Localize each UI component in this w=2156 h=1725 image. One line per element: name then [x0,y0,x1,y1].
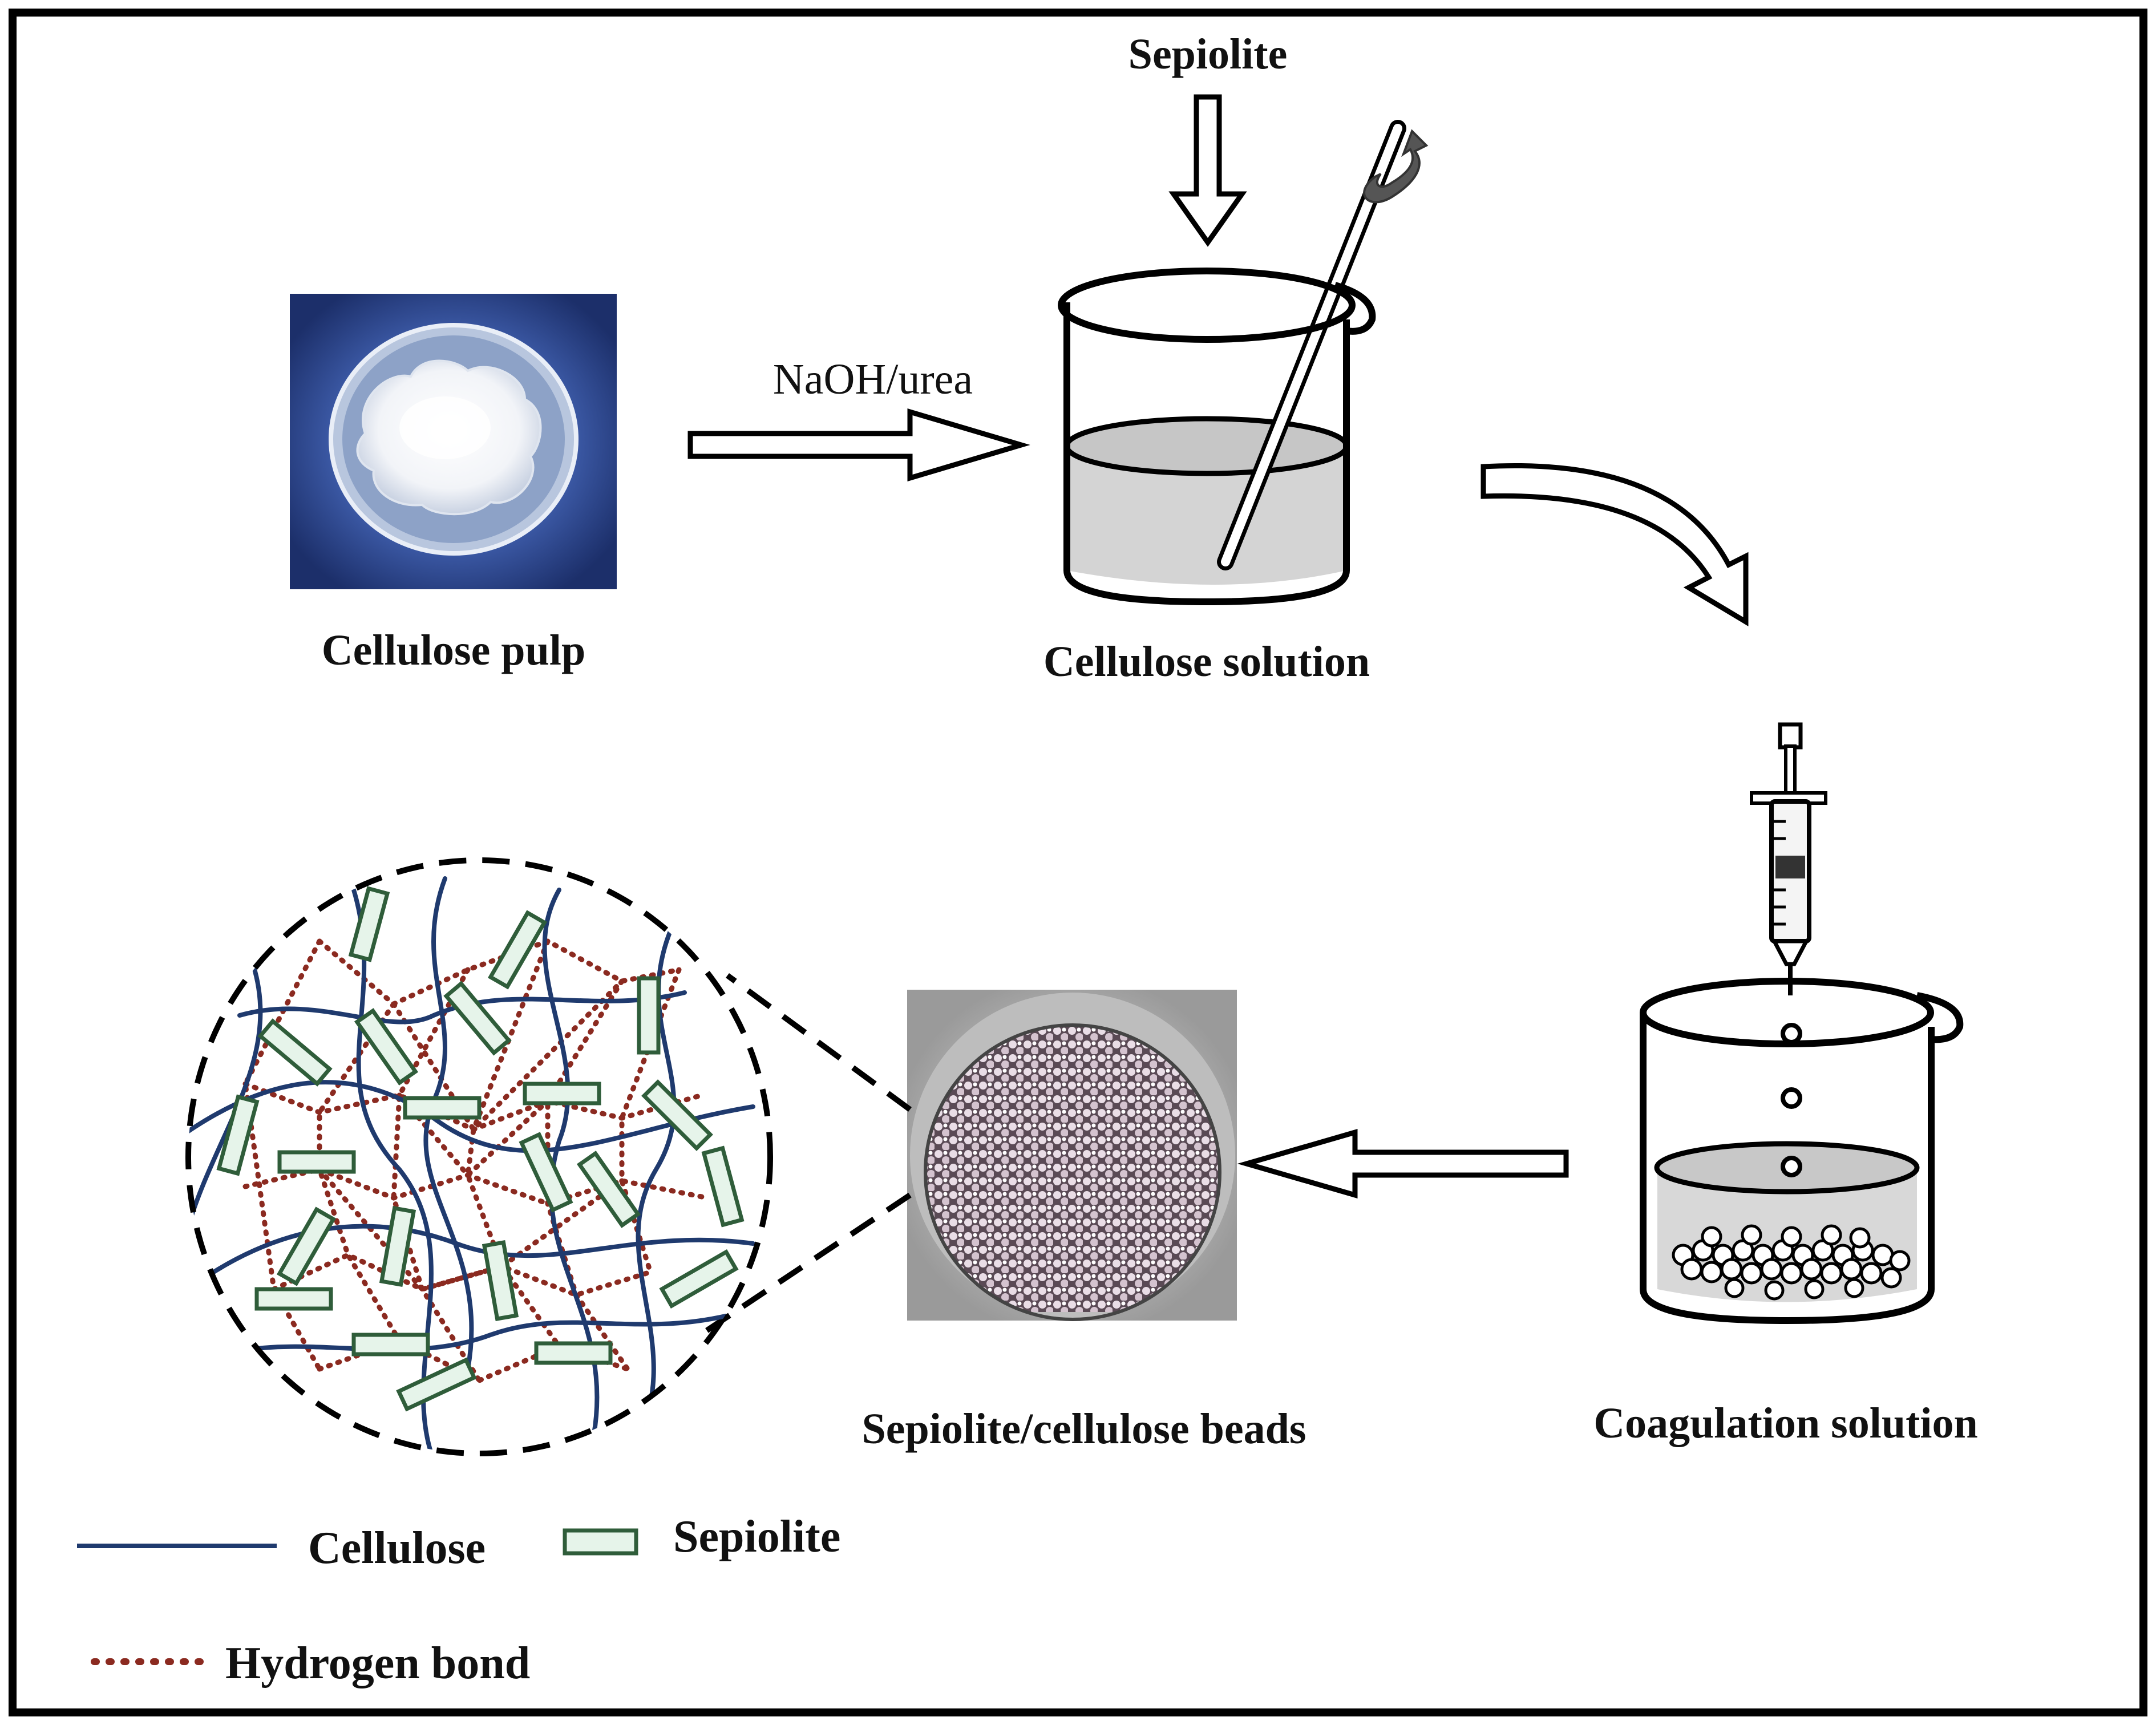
zoom-line-top [726,973,912,1112]
cellulose-solution-label: Cellulose solution [1043,638,1370,686]
legend-sepiolite-swatch [563,1528,638,1556]
legend: Cellulose Sepiolite Hydrogen bond [77,1512,840,1688]
zoomed-structure [185,857,773,1456]
sepiolite-rods [216,886,745,1412]
coagulation-beaker [1640,978,1964,1325]
curved-arrow [1481,463,1749,626]
drop-2 [1781,1087,1802,1109]
zoom-circle [185,857,773,1456]
down-arrow-sepiolite [1168,94,1247,247]
cellulose-pulp-label: Cellulose pulp [322,626,585,674]
sepiolite-top-label: Sepiolite [1128,30,1288,78]
drop-1 [1781,1023,1802,1044]
legend-sepiolite-label: Sepiolite [673,1512,840,1562]
legend-hydrogen-bond-label: Hydrogen bond [225,1638,530,1688]
beads-label: Sepiolite/cellulose beads [862,1405,1306,1453]
coagulation-solution-label: Coagulation solution [1593,1399,1978,1447]
cellulose-pulp-photo [290,294,617,589]
drop-3 [1781,1156,1802,1177]
syringe-icon [1750,722,1827,995]
outer-frame [9,9,2147,1716]
legend-cellulose-label: Cellulose [308,1523,486,1573]
cellulose-chains [188,876,755,1453]
rotation-arrow-icon [1363,129,1429,204]
beads-photo [907,990,1237,1321]
left-arrow [1237,1129,1569,1198]
cellulose-solution-beaker [1058,120,1429,606]
naoh-urea-label: NaOH/urea [773,355,973,403]
right-arrow-naoh [687,408,1030,482]
coagulated-beads [1672,1224,1911,1301]
